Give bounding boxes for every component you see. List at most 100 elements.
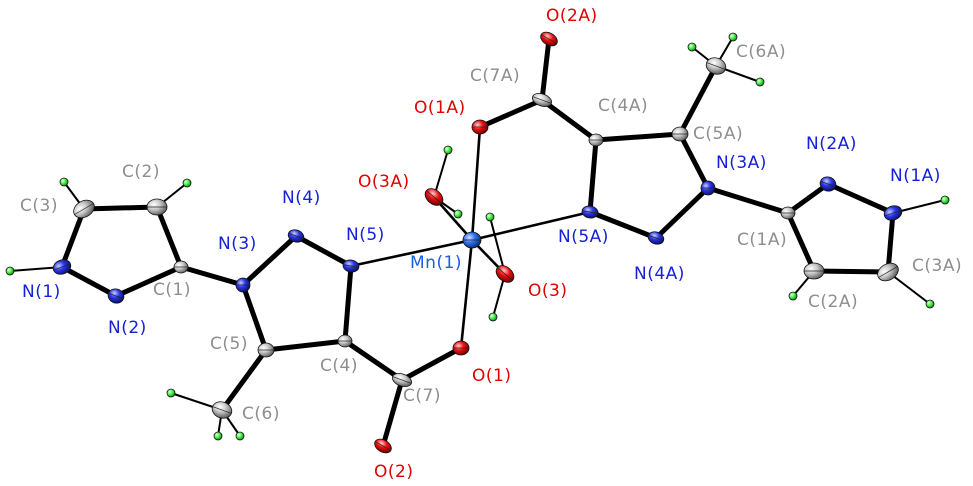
atom-label-c1a: C(1A): [737, 230, 788, 250]
bond-c1a-n3a: [705, 185, 791, 216]
atom-c7a-axis: [532, 96, 552, 104]
hydrogen-atom-5: [213, 431, 223, 441]
atoms-layer: [5, 31, 950, 454]
bond-c2-c1: [154, 204, 184, 270]
atom-n5-axis: [343, 264, 359, 268]
atom-label-n5a: N(5A): [558, 227, 609, 247]
atom-label-n4: N(4): [282, 188, 321, 208]
bond-n4a-n5a: [587, 209, 659, 241]
hydrogen-atom-13: [755, 77, 765, 87]
hydrogen-atom-1: [5, 266, 15, 276]
atom-o3a-axis: [426, 190, 442, 204]
coordination-bond-n5: [349, 238, 474, 268]
atom-label-o1a: O(1A): [414, 98, 466, 118]
bond-c4-c7: [342, 338, 405, 383]
bond-c4a-c5a: [593, 131, 683, 143]
atom-n1-axis: [53, 263, 71, 271]
atom-n2a-axis: [820, 180, 836, 188]
hydrogen-atom-9: [485, 212, 495, 222]
bond-n4-n5: [293, 233, 354, 269]
bond-n1a-n2a: [825, 181, 896, 216]
atom-label-n1a: N(1A): [890, 166, 941, 186]
atom-label-n2a: N(2A): [806, 134, 857, 154]
hydrogen-atom-15: [925, 299, 935, 309]
bond-c1-n3: [178, 264, 246, 288]
atom-label-n4a: N(4A): [634, 264, 685, 284]
hydrogen-atom-11: [687, 42, 697, 52]
hydrogen-atom-2: [59, 177, 69, 187]
atom-label-o2: O(2): [374, 462, 414, 482]
atom-label-c4: C(4): [320, 356, 358, 376]
atom-c3a-axis: [878, 266, 898, 278]
atom-label-c7: C(7): [403, 386, 441, 406]
bond-n3-n4: [240, 233, 299, 288]
atom-label-n3a: N(3A): [716, 153, 767, 173]
hydrogen-atom-4: [166, 388, 176, 398]
bond-n5-c4: [342, 263, 354, 344]
atom-label-c5: C(5): [210, 334, 248, 354]
atom-label-n3: N(3): [218, 234, 257, 254]
bond-c5a-n3a: [677, 131, 711, 191]
hydrogen-atom-14: [788, 291, 798, 301]
bond-c5a-c6a: [677, 63, 719, 137]
atom-o2-axis: [375, 441, 391, 451]
bond-c5-c6: [219, 347, 269, 413]
bond-n5a-c4a: [587, 137, 599, 215]
hydrogen-atom-16: [940, 195, 950, 205]
atom-label-o1: O(1): [472, 366, 512, 386]
bond-n1-c3: [59, 206, 87, 270]
atom-label-n1: N(1): [22, 282, 61, 302]
bond-c1a-n2a: [785, 181, 831, 216]
bond-c7a-o1a: [477, 97, 545, 130]
hydrogen-atom-10: [488, 312, 498, 322]
atom-label-c3a: C(3A): [912, 256, 963, 276]
atom-n1a-axis: [884, 209, 902, 217]
hydrogen-atom-8: [453, 209, 463, 219]
coordination-bond-n5a: [470, 210, 592, 242]
hydrogen-atom-6: [235, 431, 245, 441]
bond-c4a-c7a: [539, 97, 599, 143]
bond-c2a-c1a: [785, 210, 817, 274]
atom-c6a-axis: [706, 62, 726, 70]
atom-label-c3: C(3): [20, 196, 58, 216]
atom-n2-axis: [108, 292, 124, 300]
bond-c7-o1: [399, 345, 464, 383]
hydrogen-atom-12: [728, 32, 738, 42]
atom-c7-axis: [392, 376, 412, 384]
bonds-layer: [9, 36, 946, 449]
atom-c6-axis: [212, 406, 232, 414]
atom-label-c7a: C(7A): [470, 66, 521, 86]
bond-n1-n2: [59, 264, 119, 299]
bond-c7-o2: [380, 377, 405, 449]
bond-h7: [433, 149, 449, 198]
bond-c7a-o2a: [539, 36, 552, 103]
atom-o3-axis: [497, 267, 513, 281]
hydrogen-atom-7: [443, 145, 453, 155]
atom-label-c5a: C(5A): [693, 124, 744, 144]
atom-label-c6a: C(6A): [736, 42, 787, 62]
atom-o2a-axis: [541, 34, 557, 44]
bond-h15: [887, 271, 931, 305]
atom-label-o3: O(3): [528, 281, 568, 301]
atom-label-c2a: C(2A): [808, 292, 859, 312]
atom-c3-axis: [74, 203, 94, 215]
atom-label-n2: N(2): [108, 318, 147, 338]
bond-c5-n3: [240, 282, 269, 353]
bond-h9: [489, 216, 506, 275]
atom-n4-axis: [288, 232, 304, 240]
bond-c1-n2: [113, 264, 184, 299]
atom-label-c4a: C(4A): [598, 96, 649, 116]
bond-c3a-c2a: [811, 268, 891, 275]
hydrogen-atom-3: [182, 178, 192, 188]
bond-n3a-n4a: [653, 185, 711, 241]
coordination-bond-o1: [459, 238, 474, 350]
bond-c4-c5: [263, 338, 348, 353]
atom-n4a-axis: [648, 234, 664, 242]
atom-label-c6: C(6): [242, 404, 280, 424]
coordination-bond-o1a: [470, 125, 482, 242]
atom-label-mn1: Mn(1): [410, 253, 463, 273]
atom-label-o3a: O(3A): [358, 172, 410, 192]
bond-c3-c2: [81, 204, 160, 212]
atom-n5a-axis: [582, 210, 598, 214]
